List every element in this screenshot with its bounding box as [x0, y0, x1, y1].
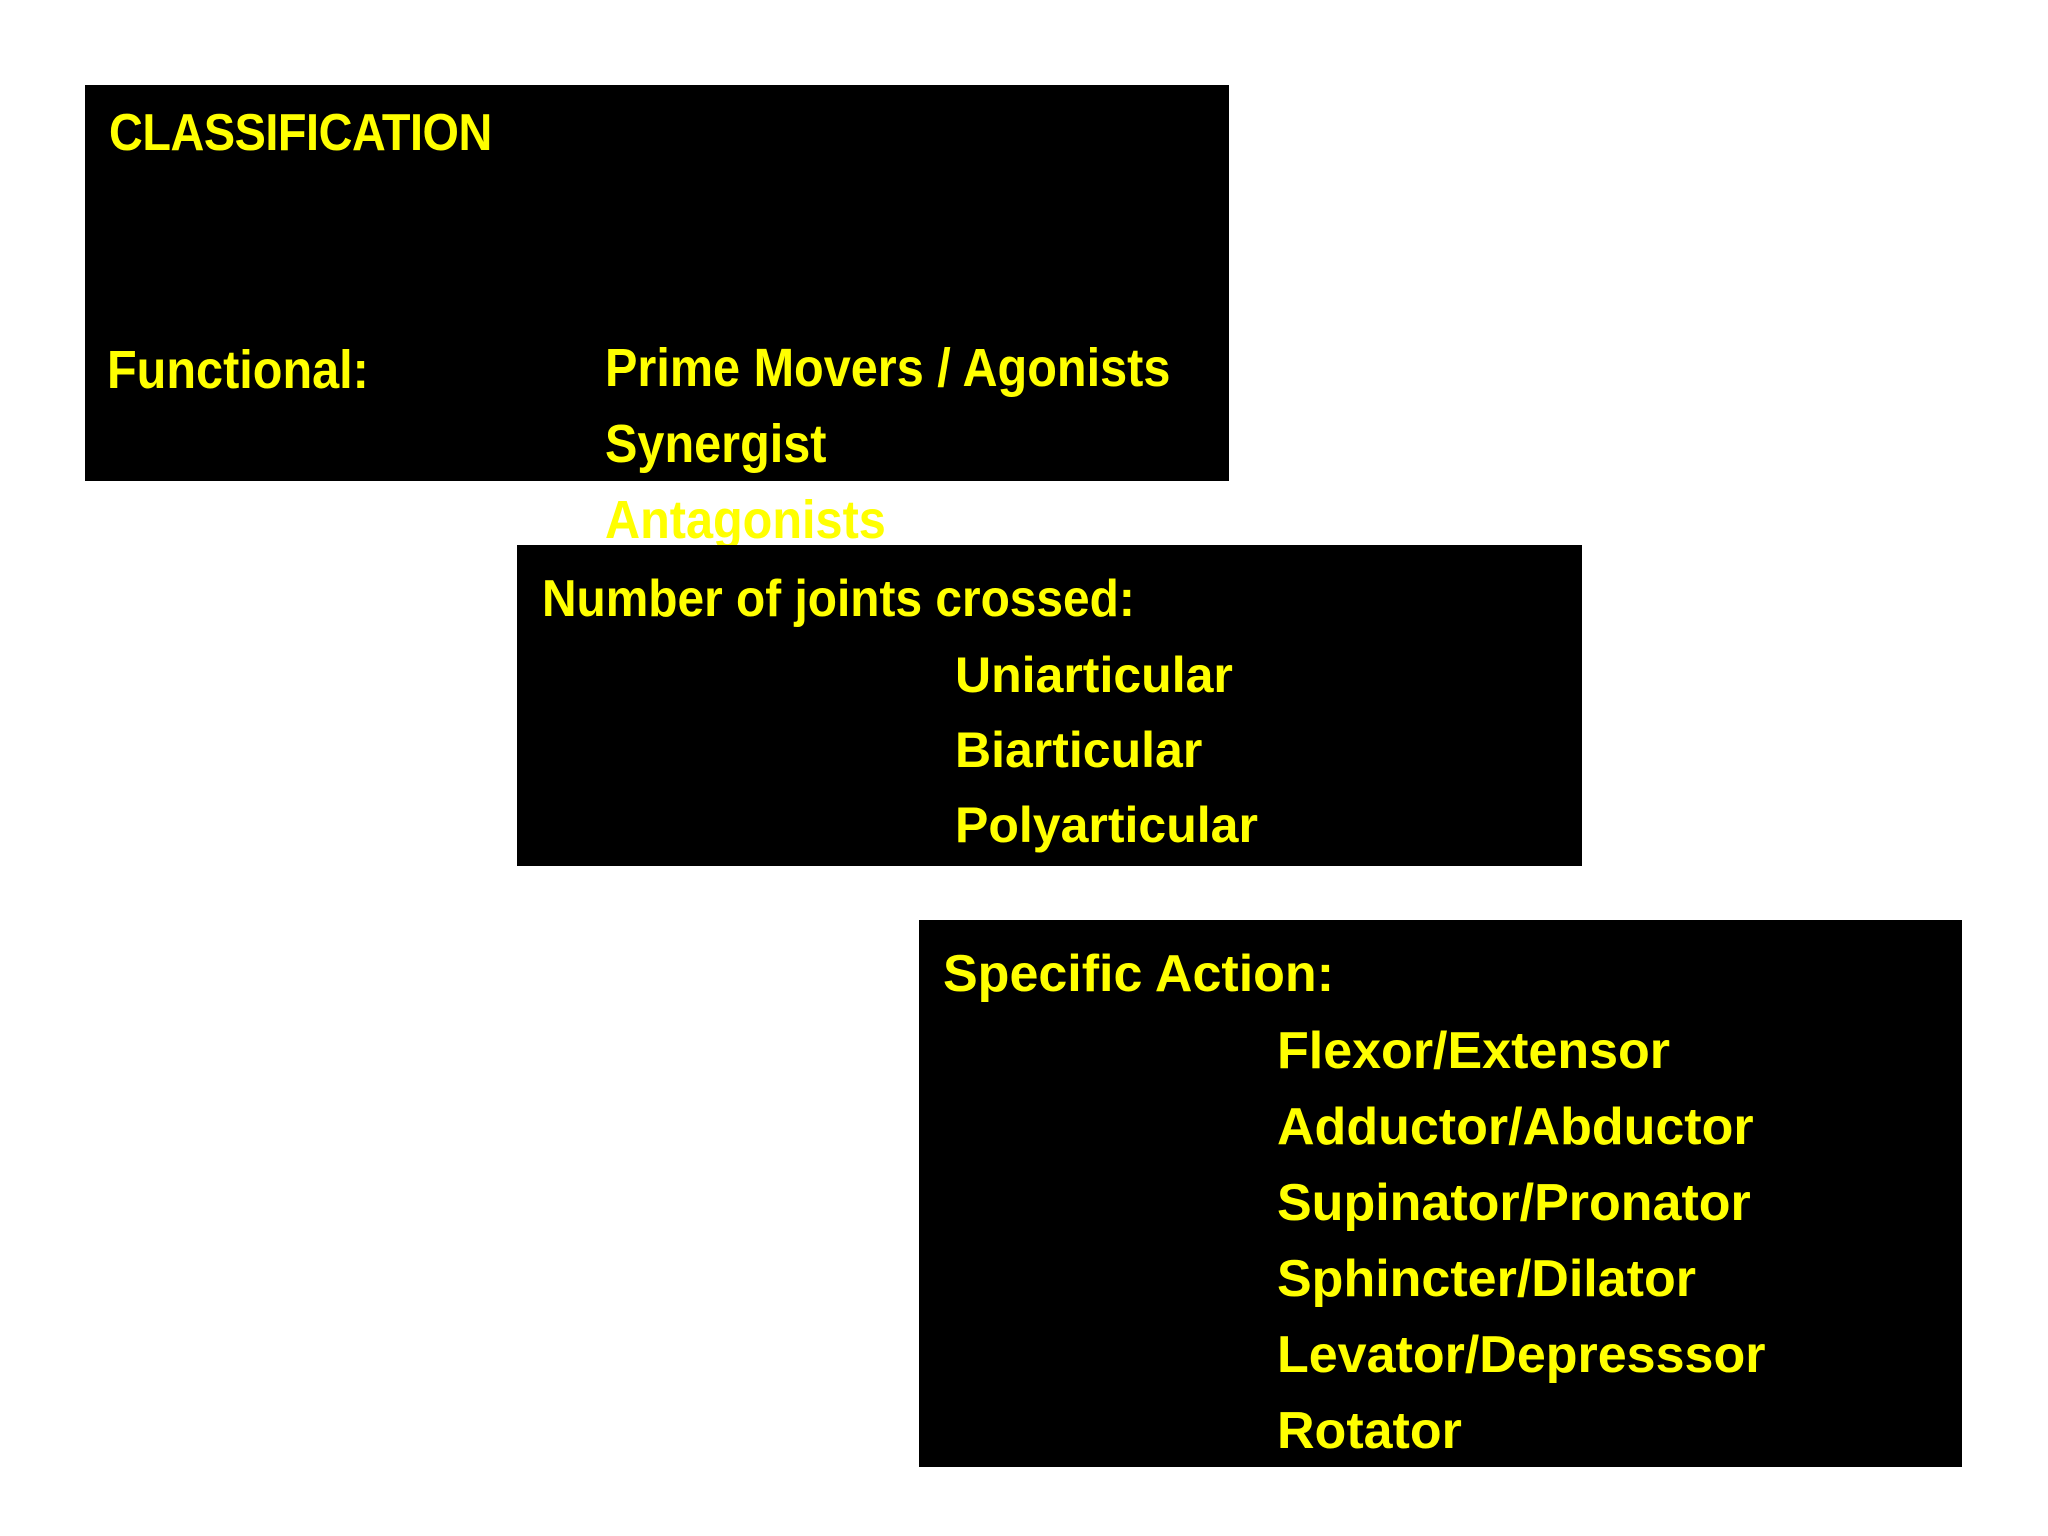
action-item: Adductor/Abductor: [1277, 1098, 1754, 1156]
functional-item: Synergist: [605, 414, 827, 474]
action-item: Rotator: [1277, 1402, 1462, 1460]
classification-panel: CLASSIFICATION Functional: Prime Movers …: [85, 85, 1229, 547]
joints-item: Uniarticular: [955, 647, 1233, 703]
action-item: Supinator/Pronator: [1277, 1174, 1751, 1232]
action-item-list: Flexor/Extensor Adductor/Abductor Supina…: [1277, 1025, 1765, 1481]
joints-item-list: Uniarticular Biarticular Polyarticular: [955, 650, 1258, 875]
joints-crossed-panel: Number of joints crossed: Uniarticular B…: [517, 545, 1582, 866]
joints-crossed-title: Number of joints crossed:: [542, 570, 1135, 628]
action-item: Flexor/Extensor: [1277, 1022, 1671, 1080]
functional-item: Antagonists: [605, 490, 886, 550]
functional-label: Functional:: [107, 340, 369, 400]
classification-title: CLASSIFICATION: [109, 104, 492, 162]
specific-action-title: Specific Action:: [943, 945, 1335, 1003]
joints-item: Biarticular: [955, 722, 1203, 778]
specific-action-panel: Specific Action: Flexor/Extensor Adducto…: [919, 920, 1962, 1467]
joints-item: Polyarticular: [955, 797, 1258, 853]
action-item: Levator/Depresssor: [1277, 1326, 1766, 1384]
functional-item-list: Prime Movers / Agonists Synergist Antago…: [605, 341, 1233, 569]
action-item: Sphincter/Dilator: [1277, 1250, 1696, 1308]
functional-item: Prime Movers / Agonists: [605, 338, 1171, 398]
